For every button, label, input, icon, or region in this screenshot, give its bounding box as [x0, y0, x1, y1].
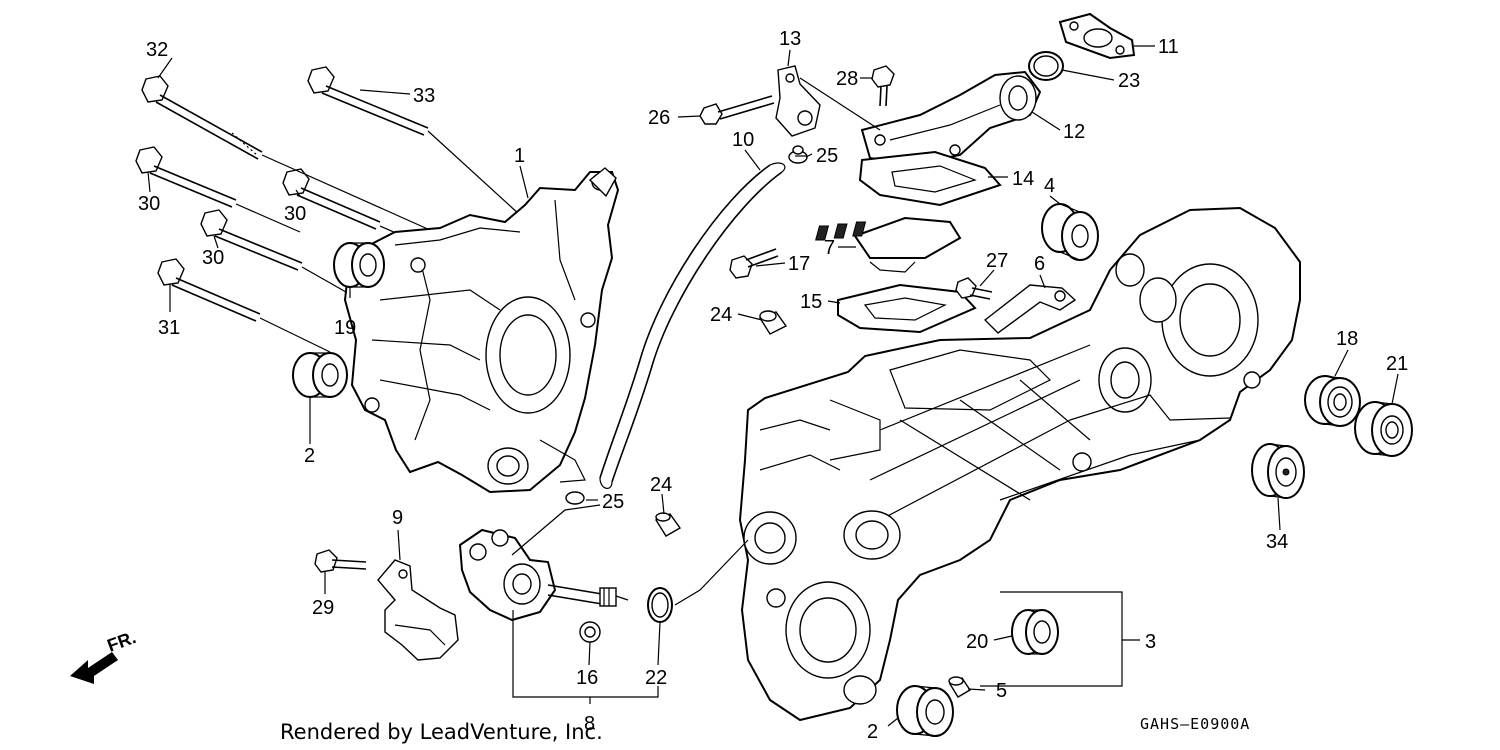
- callout-leaders: [147, 45, 1399, 727]
- callout-27: 27: [986, 250, 1008, 272]
- callout-15: 15: [800, 291, 822, 313]
- front-direction-arrow-icon: [70, 652, 118, 684]
- breather-hose-10: [599, 162, 786, 489]
- bearing-34: [1251, 443, 1305, 499]
- dowel-24-upper: [758, 310, 788, 335]
- callout-24-lower: 24: [650, 474, 672, 496]
- callout-29: 29: [312, 597, 334, 619]
- callout-13: 13: [779, 28, 801, 50]
- drawing-code: GAHS–E0900A: [1140, 715, 1250, 733]
- callout-4: 4: [1044, 175, 1055, 197]
- clamp-bracket-13: [775, 65, 821, 137]
- callout-20: 20: [966, 631, 988, 653]
- callout-14: 14: [1012, 168, 1034, 190]
- callout-34: 34: [1266, 531, 1288, 553]
- callout-30-middle: 30: [284, 203, 306, 225]
- callout-5: 5: [996, 680, 1007, 702]
- bracket-6: [983, 284, 1077, 334]
- callout-25-upper: 25: [816, 145, 838, 167]
- bearing-2-lower: [896, 685, 954, 737]
- bearing-18: [1304, 375, 1361, 427]
- callout-24-upper: 24: [710, 304, 732, 326]
- pump-leader-lines: [511, 504, 749, 606]
- o-ring-22: [647, 587, 673, 623]
- bolt-33: [307, 66, 429, 136]
- intake-pipe-12: [860, 70, 1042, 167]
- callout-2-lower: 2: [867, 721, 878, 743]
- bolt-30-lower: [200, 209, 303, 271]
- plate-9: [377, 559, 459, 661]
- gasket-15: [837, 283, 977, 334]
- callout-10: 10: [732, 129, 754, 151]
- clamp-25-lower: [565, 491, 585, 505]
- callout-17: 17: [788, 253, 810, 275]
- bolt-17: [729, 248, 779, 279]
- callout-9: 9: [392, 507, 403, 529]
- callout-26: 26: [648, 107, 670, 129]
- left-crankcase: [343, 167, 620, 494]
- callout-2-left: 2: [304, 445, 315, 467]
- callout-3: 3: [1145, 631, 1156, 653]
- callout-30-lower: 30: [202, 247, 224, 269]
- gasket-14: [858, 150, 1002, 207]
- callout-8: 8: [584, 713, 595, 735]
- callout-28: 28: [836, 68, 858, 90]
- bearing-2-left: [292, 352, 348, 398]
- collar-16: [579, 621, 601, 643]
- callout-19: 19: [334, 317, 356, 339]
- bolt-30-top: [135, 146, 237, 208]
- bolt-32: [141, 75, 263, 160]
- callout-11: 11: [1158, 36, 1179, 58]
- bolt-27: [955, 277, 993, 300]
- callout-31: 31: [158, 317, 180, 339]
- o-ring-23: [1028, 51, 1064, 81]
- clamp-25-upper: [788, 145, 808, 164]
- bearing-21: [1354, 401, 1413, 457]
- collar-4: [1041, 203, 1099, 261]
- bolt-28: [871, 65, 895, 107]
- credit-text: Rendered by LeadVenture, Inc.: [280, 720, 603, 744]
- dowel-24-lower: [654, 512, 682, 537]
- front-direction-label: FR.: [105, 627, 139, 656]
- callout-23: 23: [1118, 70, 1140, 92]
- callout-7: 7: [824, 237, 835, 259]
- right-crankcase: [738, 206, 1301, 722]
- callout-16: 16: [576, 667, 598, 689]
- bolt-30-middle: [282, 168, 381, 230]
- dowel-5: [948, 676, 971, 698]
- bearing-19: [333, 242, 385, 288]
- callout-33: 33: [413, 85, 435, 107]
- callout-22: 22: [645, 667, 667, 689]
- bolt-31: [157, 258, 261, 322]
- callout-30-top: 30: [138, 193, 160, 215]
- oil-seal-20: [1011, 609, 1059, 655]
- callout-12: 12: [1063, 121, 1085, 143]
- reed-valve-7: [815, 216, 962, 273]
- callout-25-lower: 25: [602, 491, 624, 513]
- callout-numbers: 32 33 30 30 30 31 19 1 2 2 10 25 25 13 2…: [138, 28, 1408, 743]
- bolt-29: [314, 549, 367, 573]
- callout-18: 18: [1336, 328, 1358, 350]
- callout-32: 32: [146, 39, 168, 61]
- bolt-26: [699, 95, 775, 125]
- gasket-11: [1058, 12, 1136, 60]
- oil-pump-assembly: [458, 528, 629, 622]
- callout-1: 1: [514, 145, 525, 167]
- callout-6: 6: [1034, 253, 1045, 275]
- callout-21: 21: [1386, 353, 1408, 375]
